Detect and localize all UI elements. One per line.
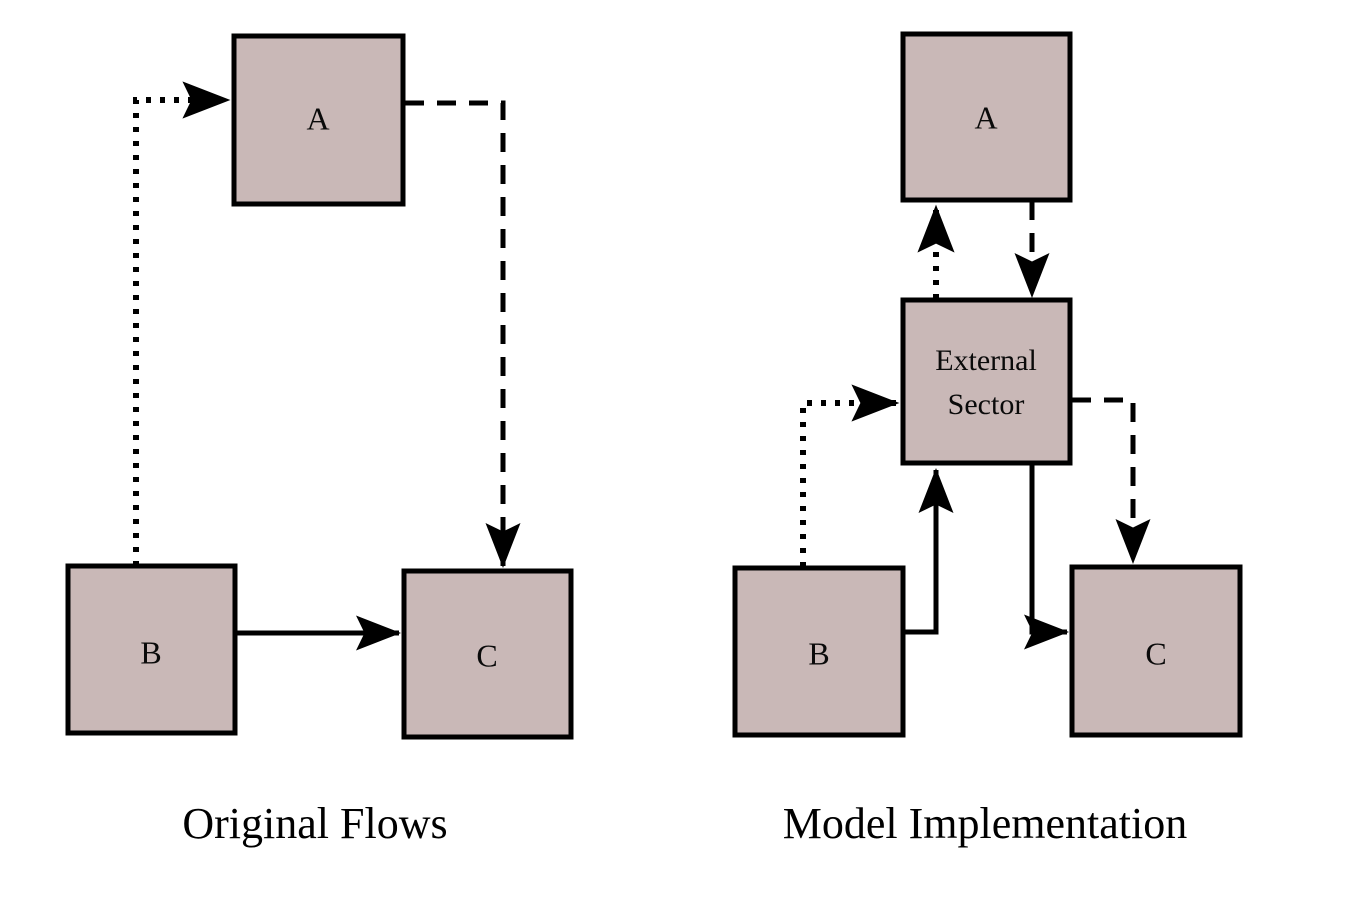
node-left-c[interactable]: C [401,568,574,740]
edge-right-external-to-c-solid [1023,465,1069,650]
node-right-external-sector-box[interactable] [900,297,1073,466]
edge-right-b-to-external-dotted [800,384,900,567]
node-right-c-label: C [1145,635,1166,671]
panel-title-original-flows: Original Flows [182,799,447,848]
node-right-external-sector[interactable]: External Sector [900,297,1073,466]
panel-original-flows: A B C Original Flows [65,33,574,848]
node-left-b-box[interactable] [65,563,238,736]
node-right-external-sector-label-line1: External [935,344,1037,377]
node-left-b[interactable]: B [65,563,238,736]
edge-right-external-to-c-dashed [1072,397,1151,564]
panel-model-implementation: A External Sector B C Model Implementati… [732,31,1243,848]
node-right-c[interactable]: C [1069,564,1243,738]
node-left-c-label: C [476,637,497,673]
panel-title-model-implementation: Model Implementation [783,799,1187,848]
edge-left-b-to-a [133,81,231,566]
node-left-b-label: B [140,634,161,670]
edge-left-a-to-c [405,100,521,568]
node-right-c-box[interactable] [1069,564,1243,738]
node-left-a[interactable]: A [231,33,406,207]
node-right-b-label: B [808,635,829,671]
node-right-a[interactable]: A [900,31,1073,203]
node-left-c-box[interactable] [401,568,574,740]
node-right-b[interactable]: B [732,565,906,738]
node-right-a-label: A [974,99,997,135]
edge-right-b-to-external-solid [904,468,954,635]
node-right-a-box[interactable] [900,31,1073,203]
node-left-a-box[interactable] [231,33,406,207]
node-right-b-box[interactable] [732,565,906,738]
node-left-a-label: A [306,100,329,136]
node-right-external-sector-label-line2: Sector [948,388,1025,421]
